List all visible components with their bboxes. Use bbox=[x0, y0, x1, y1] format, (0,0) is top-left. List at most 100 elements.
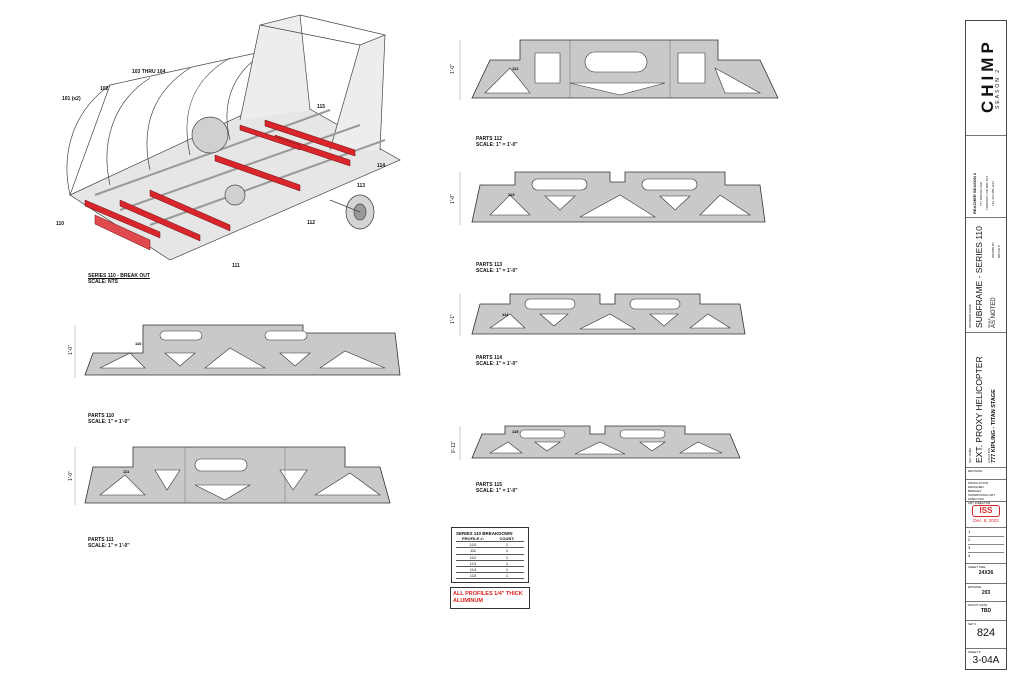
shoot-date-cell: SHOOT DATE TBD bbox=[966, 602, 1006, 621]
art-director: ART DIRECTOR bbox=[968, 501, 991, 505]
profile-113-caption: PARTS 113 SCALE: 1" = 1'-0" bbox=[476, 262, 518, 274]
profile-115-dim: 0'-11" bbox=[451, 440, 458, 454]
callout-114: 114 bbox=[377, 163, 386, 169]
profile-115-tag: 115 bbox=[512, 429, 519, 434]
art-director-label: SUPERVISING ART DIRECTOR bbox=[968, 493, 996, 501]
drawing-title-label: DRAWING NAME bbox=[968, 304, 972, 328]
revision-row: 2 bbox=[968, 537, 1004, 545]
revision-row: 1 bbox=[968, 529, 1004, 537]
logo-subtitle: SEASON 2 bbox=[995, 67, 1001, 109]
profile-110-caption-scale: SCALE: 1" = 1'-0" bbox=[88, 419, 130, 425]
scale-value: AS NOTED bbox=[991, 297, 997, 328]
production-designer-label: PRODUCTION DESIGNER bbox=[968, 481, 989, 489]
profile-114-dim: 1'-1" bbox=[449, 314, 456, 324]
profile-113-caption-title: PARTS 113 bbox=[476, 262, 503, 268]
set-name-cell: SET NAME EXT. PROXY HELICOPTER LOCATION … bbox=[966, 333, 1006, 468]
set-number: 824 bbox=[976, 627, 996, 639]
callout-103: 103 THRU 104 bbox=[132, 69, 166, 75]
profile-113-dim: 1'-0" bbox=[449, 194, 456, 204]
profile-112-caption-scale: SCALE: 1" = 1'-0" bbox=[476, 142, 518, 148]
logo-cell: CHIMP SEASON 2 bbox=[966, 21, 1006, 136]
company-cell: REACHER SEASON 2 777 KIPLING AVE. TORONT… bbox=[966, 136, 1006, 218]
breakdown-col-profile: PROFILE #: bbox=[461, 536, 484, 541]
sheet-number-label: SHEET # bbox=[968, 650, 981, 654]
sheet-number: 3-04A bbox=[972, 655, 1000, 666]
callout-113: 113 bbox=[357, 183, 366, 189]
profile-110-dim: 1'-0" bbox=[67, 345, 74, 355]
production-designer: BRIDGET bbox=[968, 489, 982, 493]
iso-caption-title: SERIES 110 - BREAK OUT bbox=[88, 273, 150, 279]
shoot-date-label: SHOOT DATE bbox=[968, 603, 988, 607]
profile-111-drawing: 111 bbox=[74, 446, 391, 505]
shoot-date: TBD bbox=[980, 608, 992, 614]
callout-111: 111 bbox=[232, 263, 240, 269]
profile-114-caption-scale: SCALE: 1" = 1'-0" bbox=[476, 361, 518, 367]
breakdown-header-row: PROFILE #: COUNT: bbox=[456, 536, 524, 543]
issue-stamp: ISS bbox=[972, 505, 1000, 517]
callout-112: 112 bbox=[307, 220, 316, 226]
profile-112-dim: 1'-0" bbox=[449, 64, 456, 74]
location: 777 KIPLING - TITAN STAGE bbox=[991, 389, 997, 463]
drawing-title-cell: DRAWING NAME SUBFRAME - SERIES 110 SCALE… bbox=[966, 218, 1006, 333]
profile-114-tag: 114 bbox=[502, 312, 509, 317]
company-line: TORONTO, ON M8Z 5Z4 bbox=[985, 176, 989, 210]
breakdown-col-count: COUNT: bbox=[499, 536, 515, 541]
iso-caption-scale: SCALE: NTS bbox=[88, 279, 118, 285]
profile-115-caption-scale: SCALE: 1" = 1'-0" bbox=[476, 488, 518, 494]
profile-110-caption: PARTS 110 SCALE: 1" = 1'-0" bbox=[88, 413, 130, 425]
episode: 203 bbox=[981, 590, 991, 596]
callout-115: 115 bbox=[317, 104, 326, 110]
callout-110: 110 bbox=[56, 221, 65, 227]
profile-110-caption-title: PARTS 110 bbox=[88, 413, 115, 419]
set-number-label: SET # bbox=[968, 622, 977, 626]
revision-row: 4 bbox=[968, 553, 971, 558]
company-line: 777 KIPLING AVE. bbox=[979, 181, 983, 206]
stamp-cell: ISS Dec. 8, 2022 bbox=[966, 502, 1006, 528]
profile-112-caption: PARTS 112 SCALE: 1" = 1'-0" bbox=[476, 136, 518, 148]
profile-111-tag: 111 bbox=[123, 469, 130, 474]
episode-cell: EPISODE 203 bbox=[966, 584, 1006, 602]
set-name-label: SET NAME bbox=[968, 447, 972, 463]
designer-cell: PRODUCTION DESIGNER BRIDGET SUPERVISING … bbox=[966, 480, 1006, 505]
profile-113-caption-scale: SCALE: 1" = 1'-0" bbox=[476, 268, 518, 274]
revision-row: 3 bbox=[968, 545, 1004, 553]
sheet-number-cell: SHEET # 3-04A bbox=[966, 649, 1006, 670]
company-line: TEL 416-555-1234 bbox=[991, 181, 995, 206]
profile-113-tag: 113 bbox=[508, 192, 515, 197]
breakdown-table: SERIES 110 BREAKDOWN PROFILE #: COUNT: 1… bbox=[451, 527, 529, 583]
drawn-by: BRYAN P. bbox=[997, 244, 1001, 258]
profile-110-tag: 110 bbox=[135, 341, 142, 346]
callout-101: 101 (x2) bbox=[62, 96, 81, 102]
set-name: EXT. PROXY HELICOPTER bbox=[974, 356, 984, 463]
company-line: REACHER SEASON 2 bbox=[972, 172, 977, 214]
profile-110-drawing: 110 bbox=[74, 324, 401, 378]
revision-cell: REVISION bbox=[966, 468, 1006, 480]
title-block: CHIMP SEASON 2 REACHER SEASON 2 777 KIPL… bbox=[965, 20, 1007, 670]
sheet-size-label: SHEET SIZE bbox=[968, 565, 986, 569]
drawn-by-label: DRAWN BY bbox=[991, 241, 995, 258]
profile-115-drawing: 115 bbox=[459, 425, 741, 460]
iso-caption: SERIES 110 - BREAK OUT SCALE: NTS bbox=[88, 273, 150, 285]
revision-label: REVISION bbox=[968, 469, 983, 473]
profile-114-caption-title: PARTS 114 bbox=[476, 355, 503, 361]
profile-112-tag: 112 bbox=[512, 66, 519, 71]
profile-112-drawing: 112 bbox=[459, 39, 779, 100]
profile-115-caption: PARTS 115 SCALE: 1" = 1'-0" bbox=[476, 482, 518, 494]
profile-112-caption-title: PARTS 112 bbox=[476, 136, 503, 142]
profile-114-caption: PARTS 114 SCALE: 1" = 1'-0" bbox=[476, 355, 518, 367]
profile-115-caption-title: PARTS 115 bbox=[476, 482, 503, 488]
set-number-cell: SET # 824 bbox=[966, 621, 1006, 649]
drawing-title: SUBFRAME - SERIES 110 bbox=[974, 226, 984, 328]
profile-111-caption-title: PARTS 111 bbox=[88, 537, 114, 543]
profile-111-dim: 1'-0" bbox=[67, 471, 74, 481]
revision-list: 1 2 3 4 bbox=[966, 528, 1006, 564]
breakdown-title: SERIES 110 BREAKDOWN bbox=[456, 531, 513, 536]
material-note: ALL PROFILES 1/4" THICK ALUMINUM bbox=[450, 587, 530, 609]
